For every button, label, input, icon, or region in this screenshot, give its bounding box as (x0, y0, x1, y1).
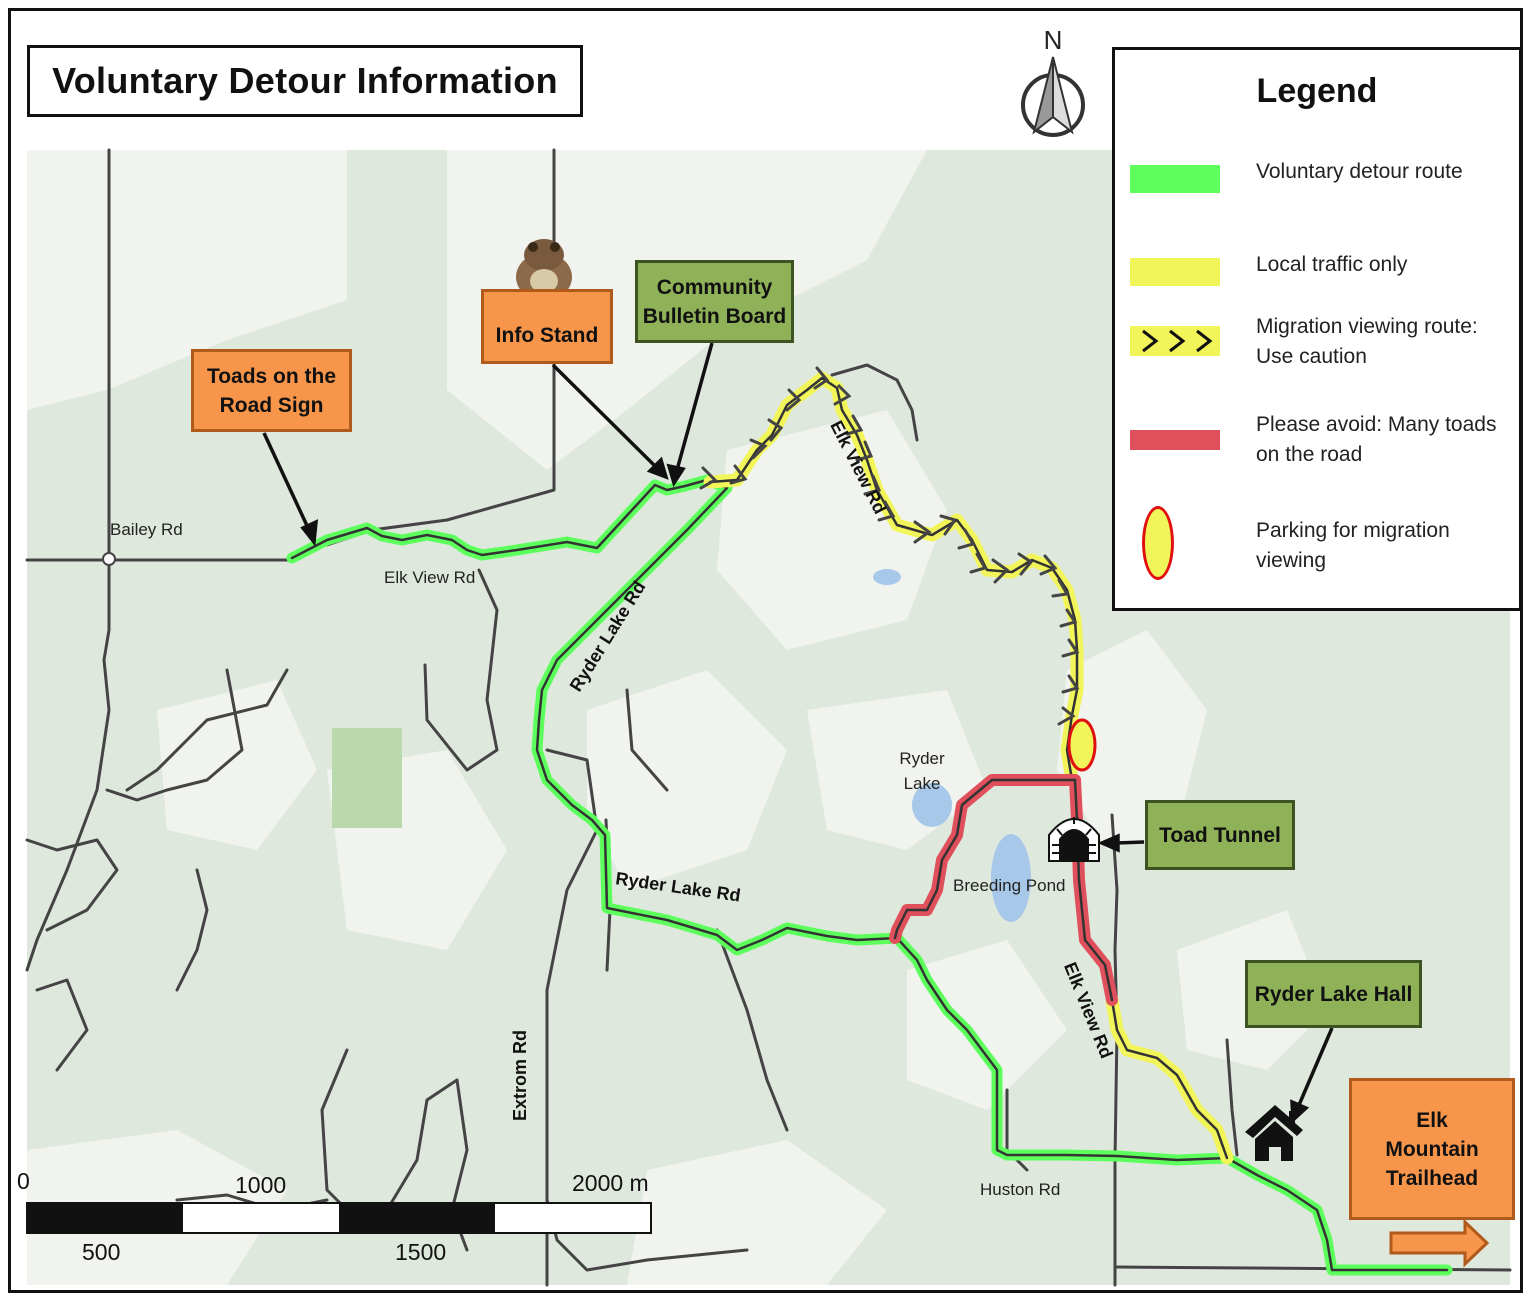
legend-label-parking: Parking for migration viewing (1256, 519, 1450, 572)
scale-label-1000: 1000 (235, 1172, 287, 1198)
scale-label-500: 500 (82, 1239, 121, 1265)
label-breeding-pond: Breeding Pond (953, 876, 1066, 895)
legend-label-detour: Voluntary detour route (1256, 160, 1463, 183)
legend-item-migration: Migration viewing route: Use caution (1115, 315, 1519, 384)
label-ryder-lake: Ryder Lake (899, 749, 945, 793)
green-park-area (332, 728, 402, 828)
label-bailey-rd: Bailey Rd (110, 520, 183, 539)
water-bodies (873, 569, 1031, 922)
callout-bulletin-board-text: Community Bulletin Board (642, 275, 787, 328)
scale-bar (26, 1202, 652, 1234)
callout-ryder-hall-text: Ryder Lake Hall (1254, 982, 1413, 1006)
label-huston-rd: Huston Rd (980, 1180, 1061, 1199)
chevron-icon (1142, 329, 1213, 353)
legend-label-avoid: Please avoid: Many toads on the road (1256, 413, 1497, 466)
callout-info-stand-text: Info Stand (495, 324, 599, 347)
legend-item-avoid: Please avoid: Many toads on the road (1115, 413, 1519, 490)
intersection-marker (102, 552, 116, 566)
callout-toad-tunnel-text: Toad Tunnel (1159, 823, 1281, 847)
callout-toad-tunnel[interactable]: Toad Tunnel (1145, 800, 1295, 870)
red-line-swatch (1130, 430, 1220, 450)
legend-panel: Legend Voluntary detour route Local traf… (1112, 47, 1522, 611)
scale-label-2000: 2000 m (572, 1170, 649, 1196)
legend-label-migration: Migration viewing route: Use caution (1256, 315, 1478, 368)
map-title: Voluntary Detour Information (52, 60, 558, 101)
callout-trailhead[interactable]: Elk Mountain Trailhead (1349, 1078, 1515, 1220)
label-elk-view-rd-west: Elk View Rd (384, 568, 476, 587)
toad-tunnel-icon[interactable] (1048, 817, 1100, 862)
legend-item-parking: Parking for migration viewing (1115, 506, 1519, 590)
house-icon[interactable] (1245, 1105, 1303, 1161)
scale-label-0: 0 (17, 1168, 30, 1194)
trailhead-arrow-icon[interactable] (1389, 1218, 1490, 1268)
callout-trailhead-text: Elk Mountain Trailhead (1385, 1108, 1479, 1190)
legend-item-local: Local traffic only (1115, 253, 1519, 295)
parking-ellipse-swatch (1142, 506, 1174, 580)
label-extrom-rd: Extrom Rd (510, 1029, 531, 1122)
legend-item-detour: Voluntary detour route (1115, 160, 1519, 202)
avoid-route-red[interactable] (889, 774, 1118, 1006)
callout-bulletin-board[interactable]: Community Bulletin Board (635, 260, 794, 343)
callout-toads-sign-text: Toads on the Road Sign (206, 364, 337, 417)
detour-route-green[interactable] (286, 474, 1453, 1276)
local-traffic-yellow[interactable] (1105, 993, 1234, 1165)
callout-info-stand[interactable]: Info Stand (481, 289, 613, 364)
migration-chevrons (699, 366, 1080, 726)
callout-arrows (262, 342, 1334, 1124)
green-line-swatch (1130, 165, 1220, 193)
north-label: N (1044, 25, 1063, 55)
legend-label-local: Local traffic only (1256, 253, 1408, 276)
north-arrow-icon: N (1008, 25, 1098, 145)
map-title-box: Voluntary Detour Information (27, 45, 583, 117)
scale-label-1500: 1500 (395, 1239, 447, 1265)
callout-toads-sign[interactable]: Toads on the Road Sign (191, 349, 352, 432)
chevron-line-swatch (1130, 326, 1220, 356)
callout-ryder-hall[interactable]: Ryder Lake Hall (1245, 960, 1422, 1028)
legend-title: Legend (1256, 72, 1378, 110)
yellow-line-swatch (1130, 258, 1220, 286)
migration-route-yellow[interactable] (703, 371, 1084, 787)
parking-marker[interactable] (1067, 718, 1097, 772)
